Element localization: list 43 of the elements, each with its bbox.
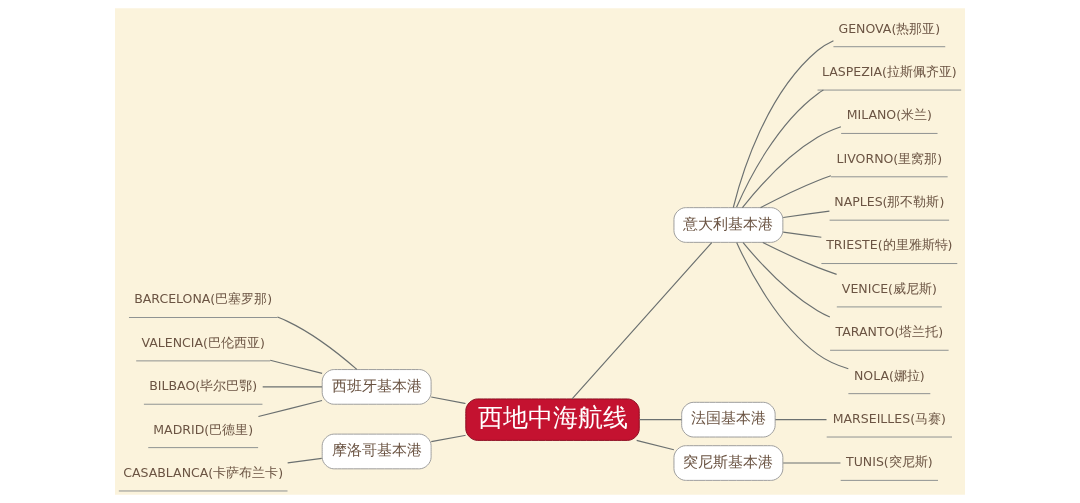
node-box: 摩洛哥基本港 xyxy=(321,433,432,470)
node-text: BILBAO(毕尔巴鄂) xyxy=(149,378,258,394)
connector xyxy=(636,439,675,451)
node-text: BARCELONA(巴塞罗那) xyxy=(134,291,273,307)
node-text: MARSEILLES(马赛) xyxy=(832,410,946,426)
connector xyxy=(736,241,849,370)
connector xyxy=(571,242,713,400)
connector xyxy=(430,434,467,443)
node-text: TUNIS(突尼斯) xyxy=(846,454,933,470)
connector xyxy=(782,462,842,464)
connector xyxy=(287,457,323,464)
node-text: MILANO(米兰) xyxy=(846,107,932,123)
node-text: NOLA(娜拉) xyxy=(853,367,925,383)
node-box: 西班牙基本港 xyxy=(321,369,432,405)
node-text: GENOVA(热那亚) xyxy=(838,20,941,36)
connector xyxy=(638,419,683,421)
connector xyxy=(742,242,831,318)
connector xyxy=(269,359,323,374)
node-text: CASABLANCA(卡萨布兰卡) xyxy=(123,464,284,480)
node-text: TRIESTE(的里雅斯特) xyxy=(826,237,953,253)
node-box: 法国基本港 xyxy=(681,401,776,438)
node-text: LASPEZIA(拉斯佩齐亚) xyxy=(821,64,957,80)
node-text: LIVORNO(里窝那) xyxy=(836,150,943,166)
connector xyxy=(760,175,832,209)
connector xyxy=(732,40,835,209)
connector xyxy=(782,231,822,238)
node-text: VENICE(威尼斯) xyxy=(841,280,937,296)
node-box: 突尼斯基本港 xyxy=(673,445,784,481)
node-box: 西地中海航线 xyxy=(465,398,640,441)
node-text: TARANTO(塔兰托) xyxy=(835,324,944,340)
connector xyxy=(735,89,824,208)
connector xyxy=(430,396,467,405)
connector xyxy=(262,386,323,388)
connector xyxy=(774,419,828,421)
node-text: MADRID(巴德里) xyxy=(153,421,254,437)
connector xyxy=(276,316,358,370)
connector xyxy=(782,210,830,219)
connector xyxy=(741,126,842,209)
node-box: 意大利基本港 xyxy=(673,207,784,243)
node-text: VALENCIA(巴伦西亚) xyxy=(141,334,265,350)
connector xyxy=(762,241,838,275)
node-text: NAPLES(那不勒斯) xyxy=(834,194,945,210)
connector xyxy=(257,399,323,418)
